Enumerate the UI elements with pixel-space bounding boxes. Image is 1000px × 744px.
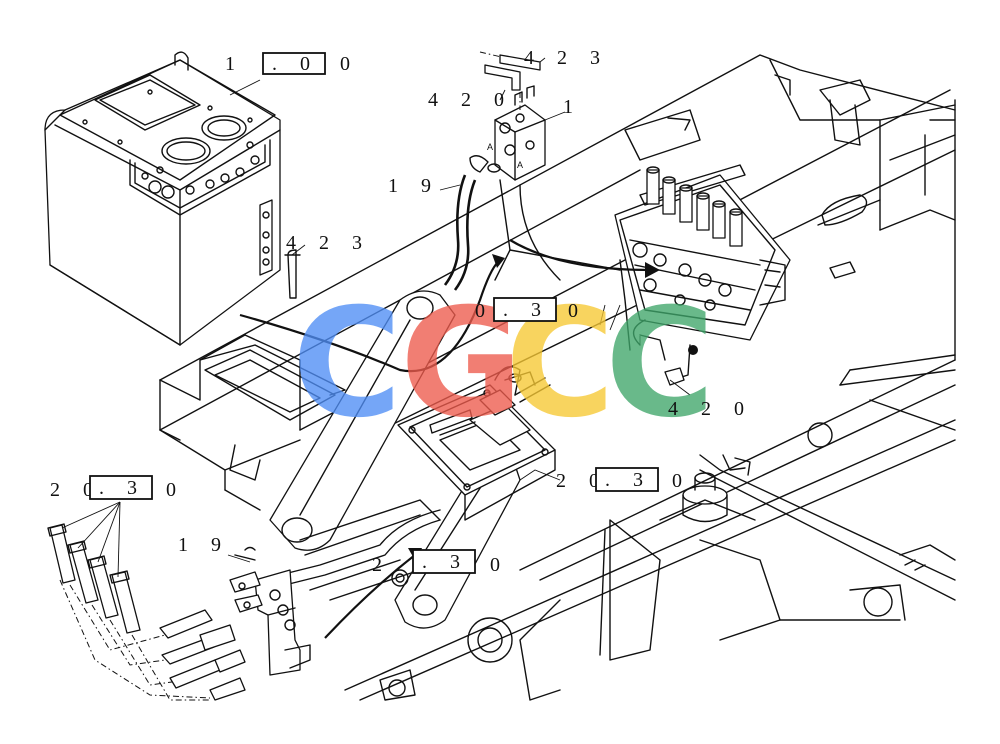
callout-valve-ref[interactable]: 0 . 3 0 — [475, 297, 587, 322]
callout-valve-ref-box — [493, 297, 557, 322]
callout-joystick-ref[interactable]: 2 0 . 3 0 — [556, 467, 691, 492]
callout-item-1[interactable]: 1 — [563, 96, 582, 118]
valve-port-a-right: A — [517, 160, 523, 170]
callout-valve-ref-prefix: 0 — [475, 300, 494, 322]
hydraulic-tank — [44, 51, 301, 346]
watermark-letter-1: C — [292, 277, 402, 451]
callout-joystick-ref-box — [595, 467, 659, 492]
callout-tank-ref-box — [262, 52, 326, 75]
callout-bracket-ref-suffix: 0 — [490, 554, 509, 576]
callout-valve-ref-suffix: 0 — [568, 300, 587, 322]
callout-bolts-ref-boxtext: . 3 — [99, 477, 146, 499]
callouts: 1 . 0 0 4 2 3 4 2 0 1 1 9 4 2 3 0 . 3 0 … — [50, 47, 753, 576]
callout-bracket-ref-boxtext: . 3 — [422, 551, 469, 573]
callout-tank-ref-prefix: 1 — [225, 53, 244, 75]
watermark-letter-4: C — [605, 277, 715, 451]
callout-bolts-ref[interactable]: 2 0 . 3 0 — [50, 475, 185, 501]
callout-joystick-ref-suffix: 0 — [672, 470, 691, 492]
callout-423-top[interactable]: 4 2 3 — [524, 47, 609, 69]
callout-19-lower[interactable]: 1 9 — [178, 534, 230, 556]
callout-420-valve[interactable]: 4 2 0 — [668, 398, 753, 420]
callout-tank-ref-boxtext: . 0 — [272, 53, 319, 75]
callout-bracket-ref-box — [412, 549, 476, 574]
battery-box-frame — [159, 334, 346, 511]
pilot-valve-item1: A A — [469, 85, 546, 181]
callout-tank-ref[interactable]: 1 . 0 0 — [225, 52, 359, 75]
callout-19-upper[interactable]: 1 9 — [388, 175, 440, 197]
control-valve-block — [614, 164, 791, 386]
boom-linkage — [269, 290, 556, 629]
callout-bolts-ref-box — [89, 475, 153, 500]
callout-joystick-ref-boxtext: . 3 — [605, 469, 652, 491]
callout-joystick-ref-prefix: 2 0 — [556, 470, 608, 492]
callout-bolts-ref-prefix: 2 0 — [50, 479, 102, 501]
hose-bracket-assembly — [47, 501, 311, 701]
callout-valve-ref-boxtext: . 3 — [503, 299, 550, 321]
callout-420-top[interactable]: 4 2 0 — [428, 89, 513, 111]
hydraulic-hoses — [234, 174, 666, 601]
callout-bracket-ref[interactable]: 2 . 3 0 — [372, 549, 509, 576]
callout-423-tank[interactable]: 4 2 3 — [286, 232, 371, 254]
fittings-top — [479, 51, 541, 110]
callout-bolts-ref-suffix: 0 — [166, 479, 185, 501]
valve-port-a-left: A — [487, 142, 493, 152]
flow-arrows — [227, 57, 691, 639]
callout-tank-ref-suffix: 0 — [340, 53, 359, 75]
callout-bracket-ref-prefix: 2 — [372, 554, 391, 576]
